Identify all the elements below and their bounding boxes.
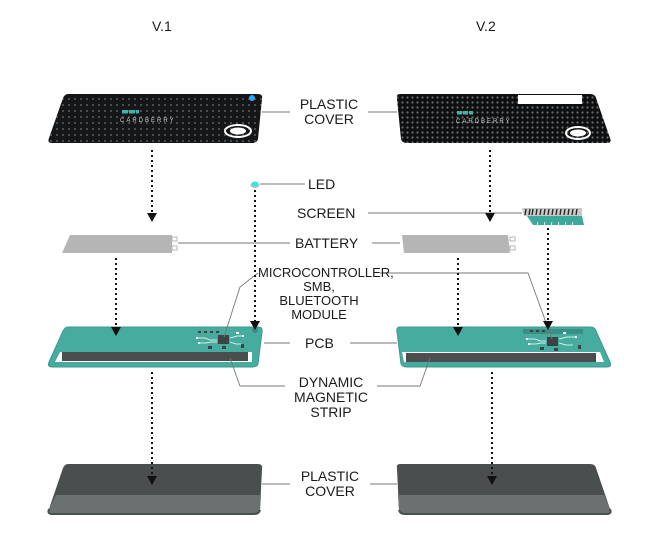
arrow-head-icon [147,476,157,485]
v2-magnetic-strip [406,353,596,362]
dotted-arrow-v1-cover-to-battery [147,150,157,222]
label-screen: SCREEN [297,205,356,221]
v1-front-cover: CARDBERRY [48,94,263,143]
dotted-arrow-v2-cover-to-battery [485,150,495,222]
leader-line [223,272,259,338]
version-1-title: V.1 [152,18,172,34]
card-logo-text: CARDBERRY [456,119,512,125]
version-2-title: V.2 [476,18,496,34]
v1-chip-cluster [196,331,244,349]
label-pcb: PCB [305,335,334,351]
arrow-head-icon [147,213,157,222]
label-led: LED [308,176,336,192]
v1-pcb [47,326,263,368]
label-line: MODULE [291,307,347,322]
arrow-head-icon [111,327,121,336]
v1-cover-led-dot [249,95,255,101]
v2-screen-component [522,208,584,227]
label-line: STRIP [310,404,352,420]
v2-screen-connector [523,329,583,334]
v2-front-cover: CARDBERRY [396,94,611,143]
v2-pcb [396,326,612,368]
leader-line [377,357,431,387]
label-plastic-cover-bottom: PLASTIC COVER [290,469,370,499]
label-plastic-cover-top: PLASTIC COVER [290,97,368,127]
cardberry-logo-icon [122,110,139,114]
v2-back-cover [396,464,612,515]
v1-magnetic-strip [62,352,248,361]
v1-back-cover [47,464,263,515]
fingerprint-button-icon [565,126,591,140]
v2-cover-screen-window [518,95,582,104]
label-battery: BATTERY [295,235,359,251]
arrow-head-icon [487,476,497,485]
assembly-arrows [111,150,553,485]
v1-battery [62,235,178,253]
label-line: MAGNETIC [294,389,368,405]
label-line: COVER [305,483,355,499]
v2-chip-cluster [526,330,581,351]
label-microcontroller: MICROCONTROLLER, SMB, BLUETOOTH MODULE [258,265,394,322]
dotted-arrow-v1-pcb-to-back [147,372,157,485]
leader-line [380,272,553,340]
label-line: SMB, [303,279,335,294]
leader-line [229,357,285,387]
label-line: COVER [304,111,354,127]
led-component [251,181,259,187]
dotted-arrow-v1-led-to-pcb [250,190,260,330]
cardberry-logo-icon [457,111,473,115]
label-line: MICROCONTROLLER, [258,265,394,280]
label-line: DYNAMIC [298,374,364,390]
dotted-arrow-v2-screen-to-pcb [543,228,553,330]
label-line: BLUETOOTH [279,293,359,308]
dotted-arrow-v2-pcb-to-back [487,372,497,485]
v2-battery [402,235,516,253]
arrow-head-icon [453,327,463,336]
arrow-head-icon [250,321,260,330]
arrow-head-icon [543,321,553,330]
card-logo-text: CARDBERRY [120,118,176,124]
arrow-head-icon [485,213,495,222]
label-dynamic-magnetic-strip: DYNAMIC MAGNETIC STRIP [285,375,377,420]
label-line: PLASTIC [299,96,359,112]
label-line: PLASTIC [300,468,360,484]
dotted-arrow-v2-battery-to-pcb [453,258,463,336]
fingerprint-button-icon [224,124,252,138]
dotted-arrow-v1-battery-to-pcb [111,258,121,336]
